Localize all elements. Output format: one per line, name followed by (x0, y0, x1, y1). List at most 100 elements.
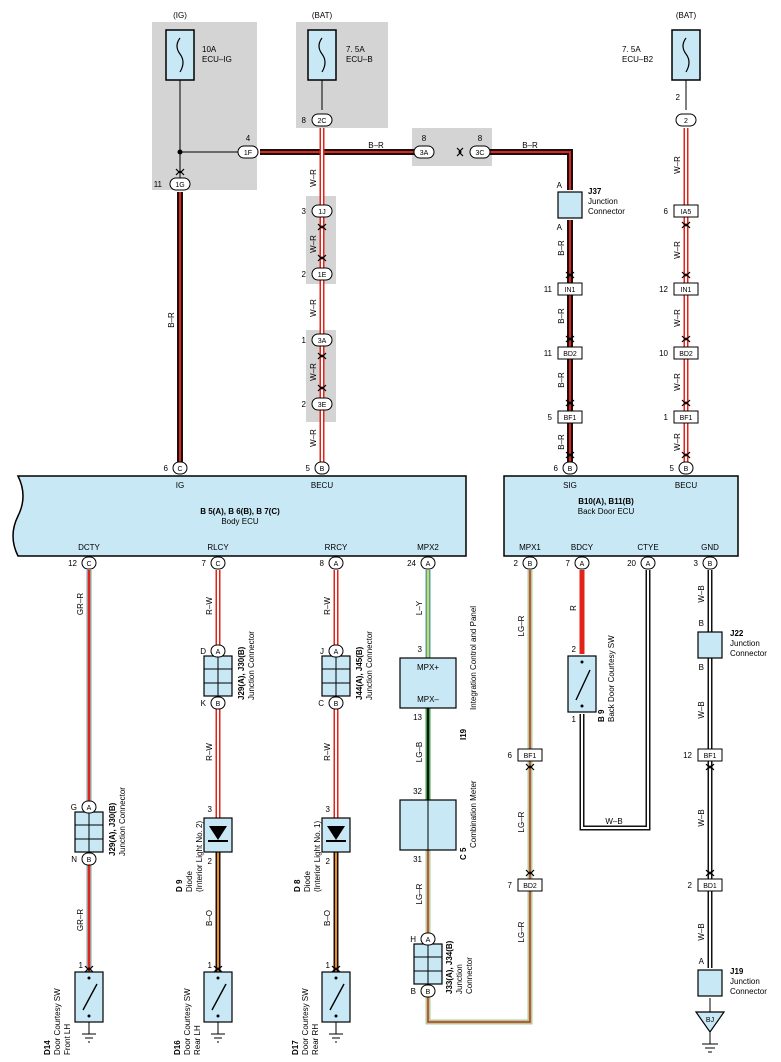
svg-text:Connector: Connector (730, 987, 767, 996)
d14-door-courtesy-switch: 1 D14 Door Courtesy SW Front LH (43, 961, 104, 1055)
svg-text:Junction: Junction (455, 964, 464, 994)
svg-text:1: 1 (572, 715, 577, 724)
svg-text:5: 5 (548, 413, 553, 422)
svg-text:W–B: W–B (697, 923, 706, 940)
svg-text:C: C (177, 466, 182, 473)
svg-text:8: 8 (422, 134, 427, 143)
svg-text:Combination Meter: Combination Meter (469, 780, 478, 848)
j33-j34-junction-connector: A H B B J33(A), J34(B) Junction Connecto… (410, 932, 474, 998)
svg-text:D16: D16 (173, 1040, 182, 1055)
i19-integration-control-panel: MPX+ MPX– 3 13 I19 Integration Control a… (399, 606, 478, 740)
svg-text:2: 2 (688, 881, 693, 890)
svg-text:A: A (426, 937, 431, 944)
svg-text:(Interior Light No. 1): (Interior Light No. 1) (313, 821, 322, 892)
svg-text:3: 3 (302, 207, 307, 216)
svg-text:B–R: B–R (167, 312, 176, 328)
svg-text:RRCY: RRCY (325, 543, 348, 552)
svg-text:A: A (557, 181, 563, 190)
svg-text:5: 5 (306, 464, 311, 473)
svg-text:Connector: Connector (465, 957, 474, 994)
source-bat-1: (BAT) (312, 11, 333, 20)
svg-text:6: 6 (164, 464, 169, 473)
svg-text:MPX2: MPX2 (417, 543, 439, 552)
svg-text:MPX1: MPX1 (519, 543, 541, 552)
svg-text:RLCY: RLCY (207, 543, 229, 552)
svg-text:BECU: BECU (675, 481, 697, 490)
svg-text:ECU–B2: ECU–B2 (622, 55, 654, 64)
svg-text:BECU: BECU (311, 481, 333, 490)
svg-text:1G: 1G (175, 182, 184, 189)
fuse-ecu-b2: (BAT) 7. 5A ECU–B2 (622, 11, 701, 81)
svg-text:A: A (646, 561, 651, 568)
svg-text:J44(A), J45(B): J44(A), J45(B) (355, 646, 364, 700)
svg-text:W–R: W–R (309, 169, 318, 187)
svg-text:ECU–IG: ECU–IG (202, 55, 232, 64)
svg-text:GR–R: GR–R (76, 593, 85, 615)
svg-text:11: 11 (154, 180, 163, 189)
svg-text:B–R: B–R (557, 372, 566, 388)
svg-text:8: 8 (302, 116, 307, 125)
svg-text:32: 32 (413, 787, 422, 796)
svg-text:B: B (699, 663, 704, 672)
svg-text:J: J (320, 647, 324, 656)
svg-text:3E: 3E (318, 402, 327, 409)
svg-text:10A: 10A (202, 45, 217, 54)
svg-text:B–O: B–O (323, 910, 332, 926)
svg-text:D: D (200, 647, 206, 656)
svg-text:W–R: W–R (309, 235, 318, 253)
svg-text:W–R: W–R (309, 363, 318, 381)
fuse-ecu-ig: (IG) 10A ECU–IG (165, 11, 232, 81)
svg-text:8: 8 (478, 134, 483, 143)
svg-text:2: 2 (572, 645, 577, 654)
j29-j30-junction-connector-dcty: A G B N J29(A), J30(B) Junction Connecto… (71, 787, 127, 866)
svg-text:G: G (71, 803, 77, 812)
svg-text:B–O: B–O (205, 910, 214, 926)
svg-text:A: A (334, 561, 339, 568)
svg-text:B–R: B–R (368, 141, 384, 150)
svg-text:Connector: Connector (730, 649, 767, 658)
svg-text:Integration Control and Panel: Integration Control and Panel (469, 606, 478, 710)
svg-text:Junction Connector: Junction Connector (247, 631, 256, 700)
svg-text:Back Door Courtesy SW: Back Door Courtesy SW (607, 635, 616, 722)
svg-text:BD2: BD2 (679, 351, 693, 358)
svg-text:A: A (580, 561, 585, 568)
svg-text:2: 2 (302, 270, 307, 279)
svg-text:H: H (410, 935, 416, 944)
svg-text:B: B (334, 701, 339, 708)
svg-text:20: 20 (627, 559, 636, 568)
svg-text:W–R: W–R (673, 156, 682, 174)
svg-text:K: K (201, 699, 207, 708)
svg-text:1J: 1J (318, 209, 325, 216)
svg-text:B–R: B–R (557, 434, 566, 450)
svg-text:IA5: IA5 (681, 209, 692, 216)
j29-j30-junction-connector-rlcy: A D B K J29(A), J30(B) Junction Connecto… (200, 631, 256, 710)
svg-text:1: 1 (302, 336, 307, 345)
svg-text:R–W: R–W (323, 743, 332, 761)
svg-text:IG: IG (176, 481, 184, 490)
svg-text:B: B (216, 701, 221, 708)
svg-text:W–R: W–R (673, 309, 682, 327)
svg-text:2: 2 (326, 857, 331, 866)
svg-text:Rear LH: Rear LH (193, 1025, 202, 1055)
svg-text:C: C (318, 699, 324, 708)
svg-text:J37: J37 (588, 187, 602, 196)
svg-text:CTYE: CTYE (637, 543, 658, 552)
svg-text:R–W: R–W (323, 597, 332, 615)
svg-text:MPX–: MPX– (417, 695, 439, 704)
svg-text:Body ECU: Body ECU (221, 517, 259, 526)
back-door-ecu: B10(A), B11(B) Back Door ECU SIG BECU MP… (503, 475, 739, 557)
svg-text:A: A (699, 957, 705, 966)
svg-text:J33(A), J34(B): J33(A), J34(B) (445, 940, 454, 994)
svg-text:J19: J19 (730, 967, 744, 976)
svg-text:Diode: Diode (185, 871, 194, 892)
d17-door-courtesy-switch: 1 D17 Door Courtesy SW Rear RH (291, 961, 351, 1055)
svg-text:24: 24 (407, 559, 416, 568)
svg-text:3: 3 (326, 805, 331, 814)
svg-text:10: 10 (659, 349, 668, 358)
d16-door-courtesy-switch: 1 D16 Door Courtesy SW Rear LH (173, 961, 233, 1055)
svg-text:Door Courtesy SW: Door Courtesy SW (301, 988, 310, 1055)
svg-text:BDCY: BDCY (571, 543, 594, 552)
svg-text:B10(A), B11(B): B10(A), B11(B) (578, 497, 634, 506)
svg-text:1F: 1F (244, 150, 252, 157)
svg-text:D14: D14 (43, 1040, 52, 1055)
